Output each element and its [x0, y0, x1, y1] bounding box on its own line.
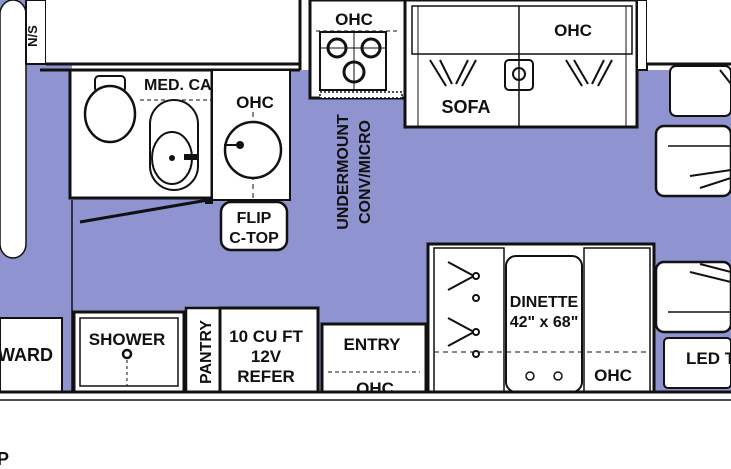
stove-front-strip — [319, 91, 403, 99]
dinette-size-label: 42" x 68" — [510, 314, 579, 331]
dinette-cupholders — [525, 371, 563, 381]
pantry-label: PANTRY — [198, 320, 215, 384]
bath-door — [79, 198, 209, 224]
ohc-stove-label: OHC — [335, 10, 373, 29]
sofa-back — [411, 5, 633, 55]
wardrobe — [0, 317, 63, 393]
undermount-label: UNDERMOUNT — [335, 114, 352, 230]
ohc-sofa-label: OHC — [554, 21, 592, 40]
c-top-label: C-TOP — [229, 230, 279, 247]
shower-label: SHOWER — [89, 330, 166, 349]
stove-icon — [319, 31, 387, 91]
sofa-label: SOFA — [441, 97, 490, 117]
bottom-partial-label: P — [0, 449, 9, 469]
shower-drain-icon — [121, 348, 133, 360]
ohc-bath-label: OHC — [236, 93, 274, 112]
entry — [320, 322, 428, 398]
recliner-lower — [654, 260, 731, 389]
sink-icon — [223, 120, 283, 180]
refrigerator — [218, 306, 320, 394]
wardrobe-label: WARD — [0, 345, 53, 365]
seatbelt-icon — [447, 261, 480, 358]
refer-label-3: REFER — [237, 367, 295, 386]
toilet-icon — [83, 75, 137, 144]
top-wall-upper — [46, 0, 304, 64]
bottom-white-area — [0, 402, 731, 469]
seatbelt-icon — [429, 59, 613, 91]
front-bed-area — [0, 0, 27, 259]
bottom-wall — [0, 392, 731, 402]
shower-pan — [79, 317, 179, 387]
refer-label-1: 10 CU FT — [229, 327, 303, 346]
conv-micro-label: CONV/MICRO — [357, 120, 374, 224]
sink-icon — [149, 99, 199, 191]
ohc-dinette-label: OHC — [594, 366, 632, 385]
refer-label-2: 12V — [251, 347, 282, 366]
ns-label: N/S — [25, 25, 40, 47]
wall-block — [636, 0, 648, 71]
dinette-bench-left — [433, 247, 505, 393]
dinette-label: DINETTE — [510, 294, 579, 311]
entry-label: ENTRY — [344, 335, 402, 354]
led-tv-label: LED T — [686, 349, 731, 368]
flip-c-top — [219, 200, 289, 252]
flip-label: FLIP — [237, 210, 272, 227]
med-cab-label: MED. CAB — [144, 77, 223, 94]
top-wall-right — [647, 0, 731, 64]
bath-door-hinge — [205, 198, 213, 204]
dinette-bench-right — [583, 247, 651, 393]
recliner-upper — [654, 65, 731, 198]
